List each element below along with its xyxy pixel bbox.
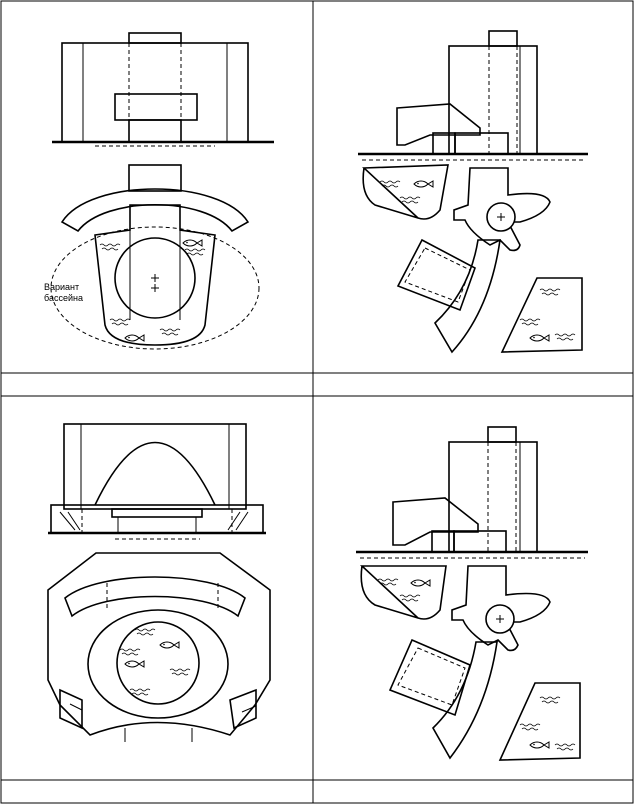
plan-top-left: Вариант бассейна — [44, 164, 260, 350]
elevation-bottom-right — [356, 426, 588, 559]
plan-bottom-left — [47, 552, 271, 742]
panel-bottom-right — [356, 426, 588, 761]
elevation-top-left — [52, 32, 274, 147]
panel-top-left: Вариант бассейна — [44, 32, 274, 350]
plan-bottom-right — [359, 565, 581, 761]
elevation-bottom-left — [48, 423, 266, 540]
pool-variant-label: Вариант — [44, 282, 79, 292]
plan-top-right — [362, 164, 583, 354]
panel-bottom-left — [47, 423, 271, 742]
elevation-top-right — [358, 30, 588, 161]
pool-variant-label-2: бассейна — [44, 293, 83, 303]
panel-top-right — [358, 30, 588, 354]
